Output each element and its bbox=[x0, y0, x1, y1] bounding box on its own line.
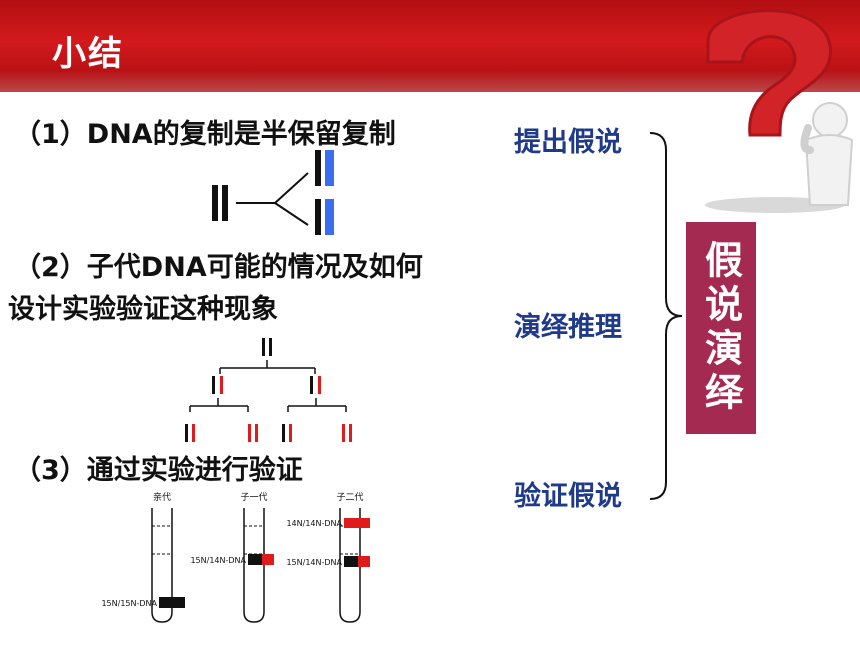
method-box: 假说演绎 bbox=[686, 222, 756, 434]
point-2-line-1: （2）子代DNA可能的情况及如何 bbox=[14, 252, 423, 283]
tube-2-band-label: 15N/14N-DNA bbox=[190, 556, 246, 565]
tube-3-band-mid-red bbox=[358, 556, 370, 567]
question-mark-figure-icon bbox=[705, 9, 854, 213]
tube-3-band-top-label: 14N/14N-DNA bbox=[286, 519, 342, 528]
tube-2-band-red bbox=[262, 554, 274, 565]
tube-3-band-top bbox=[344, 518, 370, 528]
point-2-line-2: 设计实验验证这种现象 bbox=[8, 294, 278, 325]
tube-3-band-mid-label: 15N/14N-DNA bbox=[286, 558, 342, 567]
step-propose-hypothesis: 提出假说 bbox=[514, 127, 622, 158]
daughter1-new-strand bbox=[325, 150, 334, 186]
tube-1-band bbox=[159, 597, 185, 608]
method-label: 假说演绎 bbox=[698, 240, 743, 416]
point-1-text: （1）DNA的复制是半保留复制 bbox=[14, 119, 396, 150]
tube-3-label: 子二代 bbox=[336, 492, 363, 503]
tube-1 bbox=[151, 508, 173, 623]
page-title: 小结 bbox=[52, 34, 124, 74]
point-3-text: （3）通过实验进行验证 bbox=[14, 455, 303, 486]
curly-brace bbox=[649, 132, 683, 500]
generation-tree-diagram bbox=[185, 338, 352, 442]
daughter2-old-strand bbox=[315, 199, 321, 235]
tube-2 bbox=[243, 508, 265, 623]
centrifuge-tubes: 亲代 15N/15N-DNA 子一代 15N/14N-DNA 子二代 14N/1… bbox=[101, 491, 370, 623]
parent-strand-right bbox=[222, 185, 228, 221]
tube-2-label: 子一代 bbox=[240, 492, 267, 503]
tube-3-band-mid-dark bbox=[344, 556, 358, 567]
tube-1-band-label: 15N/15N-DNA bbox=[101, 599, 157, 608]
parent-strand-left bbox=[212, 185, 218, 221]
daughter1-old-strand bbox=[315, 150, 321, 186]
tube-1-label: 亲代 bbox=[153, 491, 171, 503]
tube-2-band-dark bbox=[248, 554, 262, 565]
replication-diagram bbox=[212, 150, 334, 235]
tube-3 bbox=[339, 508, 361, 623]
daughter2-new-strand bbox=[325, 199, 334, 235]
step-verify-hypothesis: 验证假说 bbox=[514, 481, 622, 512]
step-deductive-reasoning: 演绎推理 bbox=[514, 312, 622, 343]
header-banner-shine bbox=[0, 70, 860, 92]
